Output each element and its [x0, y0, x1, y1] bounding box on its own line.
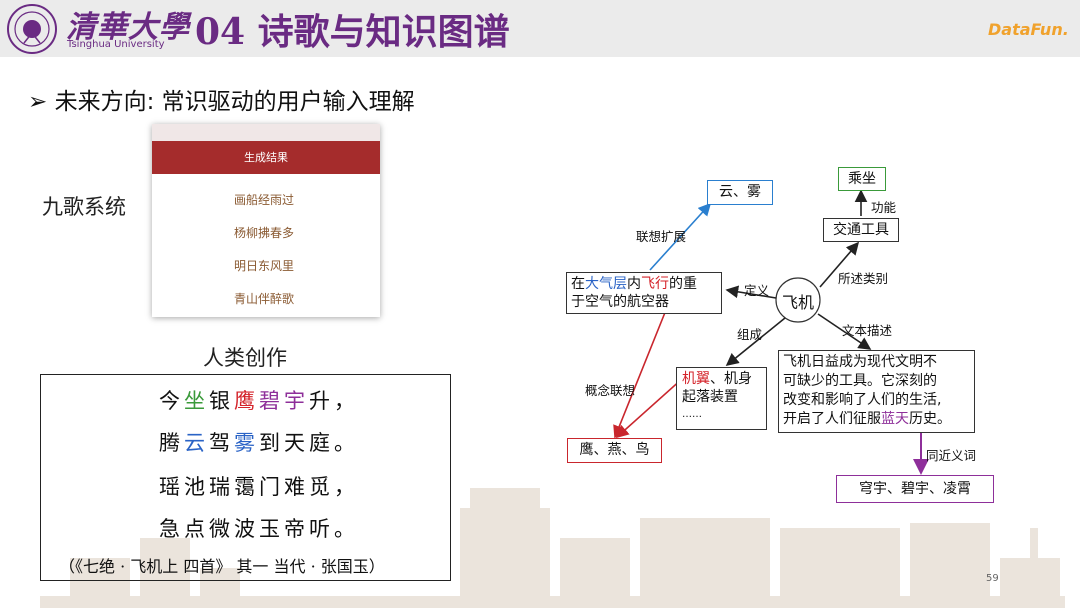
edge-label-compose: 组成 [737, 324, 762, 343]
node-birds: 鹰、燕、鸟 [567, 438, 662, 463]
node-parts: 机翼、机身 起落装置 …… [676, 367, 767, 430]
edge-label-association: 联想扩展 [636, 226, 686, 245]
text-segment: 开启了人们征服 [783, 411, 881, 427]
edge-label-synonym: 同近义词 [926, 445, 976, 464]
page-number: 59 [986, 573, 999, 584]
edge-label-concept: 概念联想 [585, 380, 635, 399]
text-line: 改变和影响了人们的生活, [783, 391, 970, 410]
node-cloud: 云、雾 [707, 180, 773, 205]
text-segment: 蓝天 [881, 411, 909, 427]
node-synonyms: 穹宇、碧宇、凌霄 [836, 475, 994, 503]
text-line: 飞机日益成为现代文明不 [783, 353, 970, 372]
edge-concept-1 [615, 310, 666, 437]
node-vehicle: 交通工具 [823, 218, 899, 242]
edge-label-text-desc: 文本描述 [842, 320, 892, 339]
text-segment: 机翼 [682, 371, 710, 387]
node-definition: 在大气层内飞行的重 于空气的航空器 [566, 272, 722, 314]
text-line: 开启了人们征服蓝天历史。 [783, 410, 970, 429]
text-segment: 内 [627, 276, 641, 292]
text-segment: 在 [571, 276, 585, 292]
parts-line-2: 起落装置 [682, 388, 761, 406]
parts-line-1: 机翼、机身 [682, 370, 761, 388]
edge-label-function: 功能 [871, 197, 896, 216]
node-text-description: 飞机日益成为现代文明不 可缺少的工具。它深刻的 改变和影响了人们的生活, 开启了… [778, 350, 975, 433]
definition-line-2: 于空气的航空器 [571, 293, 717, 311]
text-segment: 大气层 [585, 276, 627, 292]
definition-line-1: 在大气层内飞行的重 [571, 275, 717, 293]
text-segment: 飞行 [641, 276, 669, 292]
node-airplane: 飞机 [776, 289, 820, 313]
text-segment: 的重 [669, 276, 697, 292]
edge-label-define: 定义 [744, 280, 769, 299]
text-segment: 历史。 [909, 411, 951, 427]
node-ride: 乘坐 [838, 167, 886, 191]
text-segment: 、机身 [710, 371, 752, 387]
parts-line-3: …… [682, 406, 761, 424]
edge-label-category: 所述类别 [838, 268, 888, 287]
text-line: 可缺少的工具。它深刻的 [783, 372, 970, 391]
